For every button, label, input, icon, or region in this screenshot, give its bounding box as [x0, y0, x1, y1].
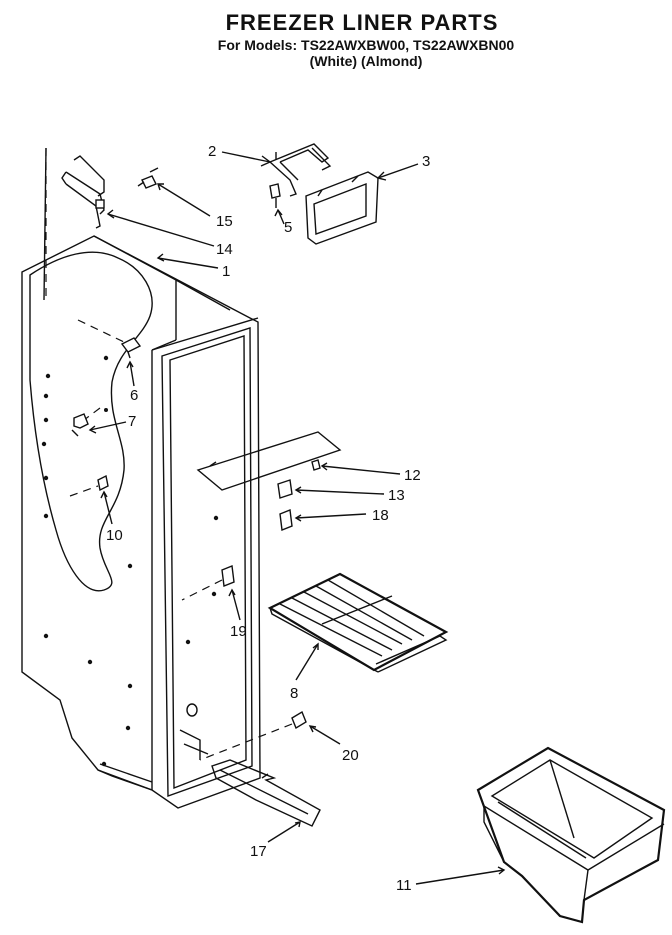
callout-5: 5 [284, 219, 292, 236]
callout-17: 17 [250, 843, 267, 860]
callout-10: 10 [106, 527, 123, 544]
ice-frame [305, 171, 379, 245]
callout-8: 8 [290, 685, 298, 702]
bracket-pad [196, 431, 342, 531]
callout-14: 14 [216, 241, 233, 258]
door-clip [181, 565, 235, 601]
freezer-liner [21, 235, 261, 809]
page-title: FREEZER LINER PARTS [225, 10, 499, 35]
callout-20: 20 [342, 747, 359, 764]
callout-19: 19 [230, 623, 247, 640]
screw-20 [199, 710, 307, 761]
callout-12: 12 [404, 467, 421, 484]
callout-13: 13 [388, 487, 405, 504]
callout-2: 2 [208, 143, 216, 160]
clip-parts [69, 319, 142, 497]
leader-lines [88, 151, 506, 885]
storage-bin [476, 746, 666, 924]
callout-1: 1 [222, 263, 230, 280]
callout-7: 7 [128, 413, 136, 430]
slide-rail [211, 759, 321, 827]
hinge-bracket [43, 147, 159, 301]
callout-11: 11 [396, 877, 412, 894]
callout-15: 15 [216, 213, 233, 230]
callout-6: 6 [130, 387, 138, 404]
callout-18: 18 [372, 507, 389, 524]
top-bracket [269, 143, 332, 208]
callout-numbers: 2 3 15 14 1 5 6 7 10 12 13 18 19 8 20 17… [106, 143, 430, 894]
wire-shelf [267, 572, 449, 673]
callout-3: 3 [422, 153, 430, 170]
model-variants: (White) (Almond) [309, 53, 423, 69]
model-numbers: For Models: TS22AWXBW00, TS22AWXBN00 [217, 37, 515, 53]
